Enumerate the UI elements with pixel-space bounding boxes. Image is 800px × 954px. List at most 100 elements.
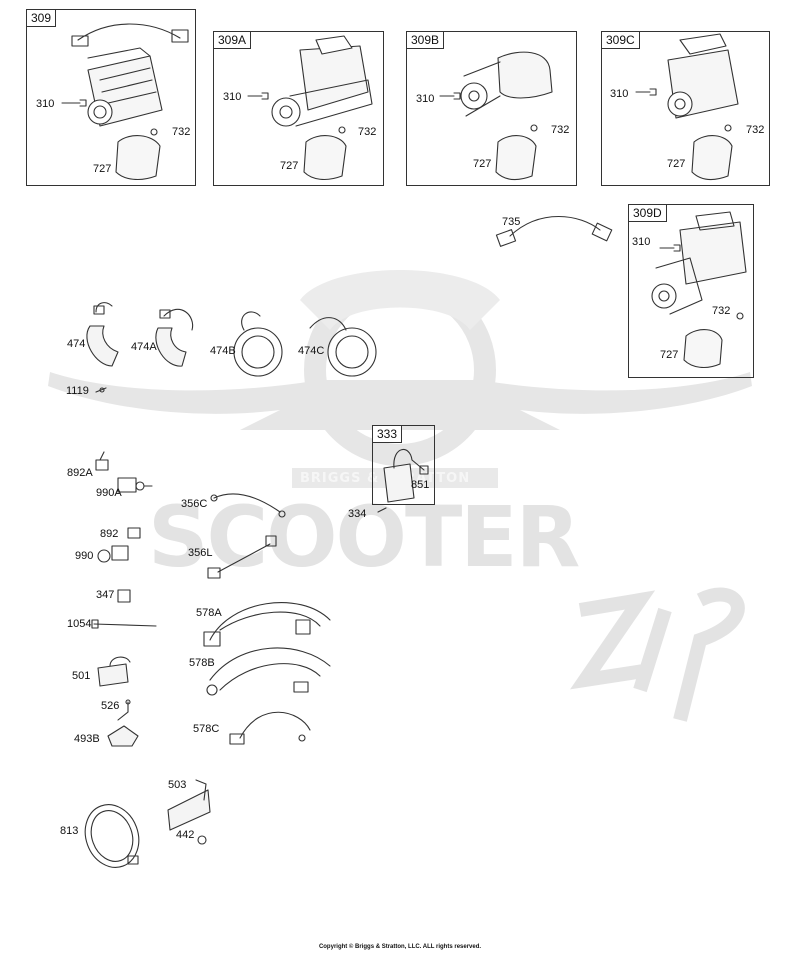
screw-526: [125, 699, 131, 713]
label-727-b: 727: [473, 158, 492, 170]
stator-474b: [233, 311, 283, 377]
label-493b: 493B: [74, 733, 100, 745]
cover-727-a: [303, 135, 347, 181]
strap-813: [84, 804, 140, 868]
cover-727-b: [495, 135, 537, 181]
label-1054: 1054: [67, 618, 92, 630]
wire-356c: [210, 493, 286, 518]
bolt-310-b: [439, 92, 461, 100]
screw-1119: [95, 387, 107, 393]
label-1119: 1119: [66, 385, 89, 397]
key-switch-990a: [117, 477, 153, 493]
wire-356l: [207, 535, 277, 579]
label-735: 735: [502, 216, 521, 228]
box-309a: 309A: [213, 31, 384, 186]
starter-motor-309a: [271, 35, 373, 127]
label-310: 310: [36, 98, 55, 110]
label-732-a: 732: [358, 126, 377, 138]
label-727: 727: [93, 163, 112, 175]
nut-442: [197, 835, 207, 845]
label-334: 334: [348, 508, 367, 520]
label-892: 892: [100, 528, 119, 540]
box-333: 333: [372, 425, 435, 505]
box-309: 309: [26, 9, 196, 186]
starter-motor-309d: [651, 211, 747, 315]
box-309d-tag: 309D: [628, 204, 667, 222]
box-309c-tag: 309C: [601, 31, 640, 49]
stator-474c: [309, 317, 377, 377]
label-892a: 892A: [67, 467, 93, 479]
box-309d: 309D: [628, 204, 754, 378]
label-813: 813: [60, 825, 79, 837]
label-732-d: 732: [712, 305, 731, 317]
cover-727: [115, 135, 161, 181]
label-851: 851: [411, 479, 430, 491]
harness-578b: [206, 647, 331, 696]
module-501: [97, 656, 131, 687]
starter-motor-309b: [460, 51, 553, 117]
label-501: 501: [72, 670, 91, 682]
harness-578a: [203, 602, 331, 647]
key-switch-990: [97, 545, 129, 563]
label-727-d: 727: [660, 349, 679, 361]
cover-727-d: [683, 329, 723, 369]
box-309b-tag: 309B: [406, 31, 445, 49]
screw-732-c: [724, 124, 732, 132]
harness-578c: [229, 711, 311, 745]
screw-732-a: [338, 126, 346, 134]
label-732-b: 732: [551, 124, 570, 136]
switch-892a: [95, 451, 109, 471]
label-310-b: 310: [416, 93, 435, 105]
label-356c: 356C: [181, 498, 208, 510]
label-310-c: 310: [610, 88, 629, 100]
label-310-a: 310: [223, 91, 242, 103]
bolt-310-c: [635, 88, 657, 96]
bolt-310-a: [247, 92, 269, 100]
label-526: 526: [101, 700, 120, 712]
clip-347: [117, 589, 131, 603]
screw-732-b: [530, 124, 538, 132]
label-442: 442: [176, 829, 195, 841]
label-356l: 356L: [188, 547, 213, 559]
label-578c: 578C: [193, 723, 220, 735]
label-474: 474: [67, 338, 86, 350]
label-503: 503: [168, 779, 187, 791]
label-310-d: 310: [632, 236, 651, 248]
screw-732-d: [736, 312, 744, 320]
label-732: 732: [172, 126, 191, 138]
watermark-scooter-deck: [48, 372, 752, 430]
screw-732: [150, 128, 158, 136]
label-474c: 474C: [298, 345, 325, 357]
label-990a: 990A: [96, 487, 122, 499]
label-732-c: 732: [746, 124, 765, 136]
watermark-zip-swash: [570, 587, 745, 722]
screw-334: [377, 507, 387, 513]
switch-892: [127, 527, 141, 539]
stator-474a: [155, 308, 194, 367]
box-309-tag: 309: [26, 9, 57, 27]
label-578a: 578A: [196, 607, 222, 619]
label-503: [167, 779, 211, 831]
bolt-310: [61, 99, 87, 107]
bolt-310-d: [659, 244, 681, 252]
stator-474: [86, 302, 119, 367]
rectifier-333: [383, 449, 429, 503]
starter-motor-309c: [667, 33, 739, 119]
label-578b: 578B: [189, 657, 215, 669]
watermark-cape: [300, 270, 500, 330]
cover-727-c: [691, 135, 733, 181]
label-727-c: 727: [667, 158, 686, 170]
cable-735: [495, 216, 613, 247]
label-474a: 474A: [131, 341, 157, 353]
box-333-tag: 333: [372, 425, 403, 443]
watermark-brand-text: BRIGGS & STRATTON: [300, 471, 471, 486]
starter-motor-309: [71, 23, 189, 127]
label-990: 990: [75, 550, 94, 562]
label-474b: 474B: [210, 345, 236, 357]
label-347: 347: [96, 589, 115, 601]
tie-1054: [91, 619, 157, 629]
copyright-footer: Copyright © Briggs & Stratton, LLC. ALL …: [318, 944, 482, 950]
label-727-a: 727: [280, 160, 299, 172]
